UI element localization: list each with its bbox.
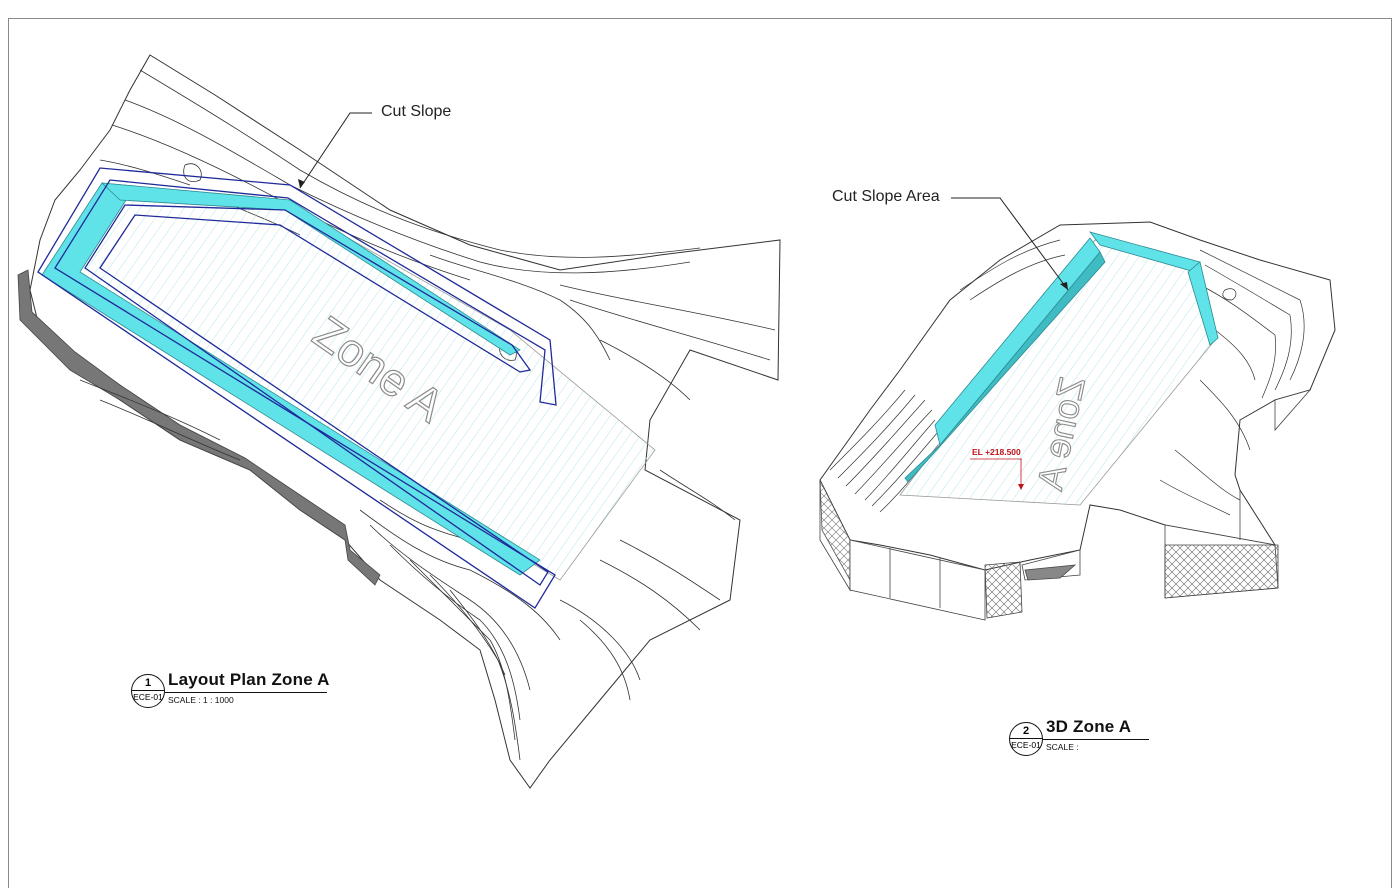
sheet-reference-2: ECE-01 <box>1011 740 1041 750</box>
cut-slope-3d-right <box>1187 261 1219 346</box>
contour-lines-3d <box>829 239 1305 516</box>
site-boundary <box>37 167 557 609</box>
title-underline-2 <box>1043 739 1149 740</box>
cut-slope-arrow <box>298 179 305 188</box>
view-number-2: 2 <box>1022 725 1030 737</box>
3d-view: Zone A EL +218.500 <box>819 197 1336 621</box>
callout-cut-slope-area: Cut Slope Area <box>832 188 940 205</box>
view-number-circle: 1 ECE-01 <box>131 674 165 708</box>
layout-plan-view: Zone A <box>17 54 781 789</box>
view-title-2: 3D Zone A <box>1046 717 1132 736</box>
cut-slope-band-top <box>100 182 521 356</box>
drawing-sheet-border <box>8 18 1392 888</box>
block-side-faces <box>819 389 1312 621</box>
contour-lines <box>79 69 776 761</box>
elevation-arrow <box>1018 484 1024 490</box>
scale-value: 1 : 1000 <box>202 695 234 705</box>
callout-cut-slope: Cut Slope <box>381 103 452 120</box>
elevation-label: EL +218.500 <box>972 447 1021 457</box>
scale-text-2: SCALE : <box>1046 742 1079 752</box>
sheet-reference: ECE-01 <box>133 692 163 702</box>
terrain-shadow-edge <box>17 269 381 586</box>
scale-text: SCALE : 1 : 1000 <box>168 695 234 705</box>
scale-label: SCALE : <box>168 695 201 705</box>
cut-slope-leader <box>299 112 372 189</box>
scale-label-2: SCALE : <box>1046 742 1079 752</box>
cut-slope-3d-face <box>904 251 1106 483</box>
view-number-circle-2: 2 ECE-01 <box>1009 722 1043 756</box>
title-underline <box>165 692 327 693</box>
cut-slope-area-leader <box>951 197 1069 291</box>
cut-slope-area-arrow <box>1060 282 1068 290</box>
view-number: 1 <box>144 677 152 689</box>
view-title: Layout Plan Zone A <box>168 670 330 689</box>
